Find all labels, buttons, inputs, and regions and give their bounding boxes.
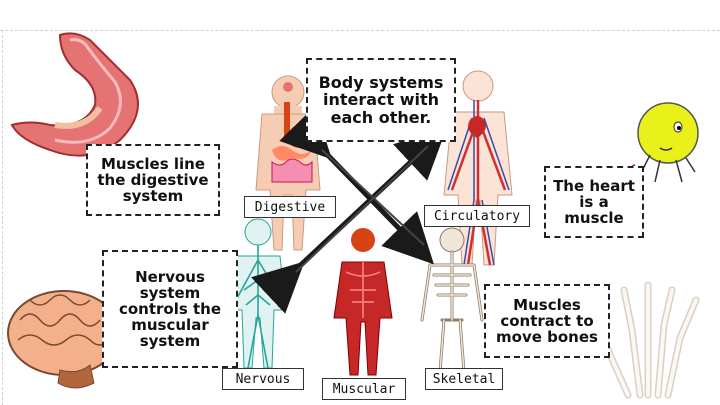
circulatory-label: Circulatory: [424, 205, 530, 227]
nervous-control-note: Nervous system controls the muscular sys…: [102, 250, 238, 368]
digestive-muscle-note: Muscles line the digestive system: [86, 144, 220, 216]
slide-border-top: [0, 30, 720, 31]
stomach-illustration: [10, 32, 139, 157]
title-note: Body systems interact with each other.: [306, 58, 456, 142]
nervous-label: Nervous: [222, 368, 304, 390]
interaction-arrows: [251, 106, 447, 314]
muscular-figure: [333, 228, 393, 376]
heart-muscle-note: The heart is a muscle: [544, 166, 644, 238]
skeletal-label: Skeletal: [425, 368, 503, 390]
slide-border-left: [2, 30, 3, 405]
bones-note: Muscles contract to move bones: [484, 284, 610, 358]
muscular-label: Muscular: [322, 378, 406, 400]
hand-bones-illustration: [592, 281, 700, 399]
digestive-label: Digestive: [244, 196, 336, 218]
